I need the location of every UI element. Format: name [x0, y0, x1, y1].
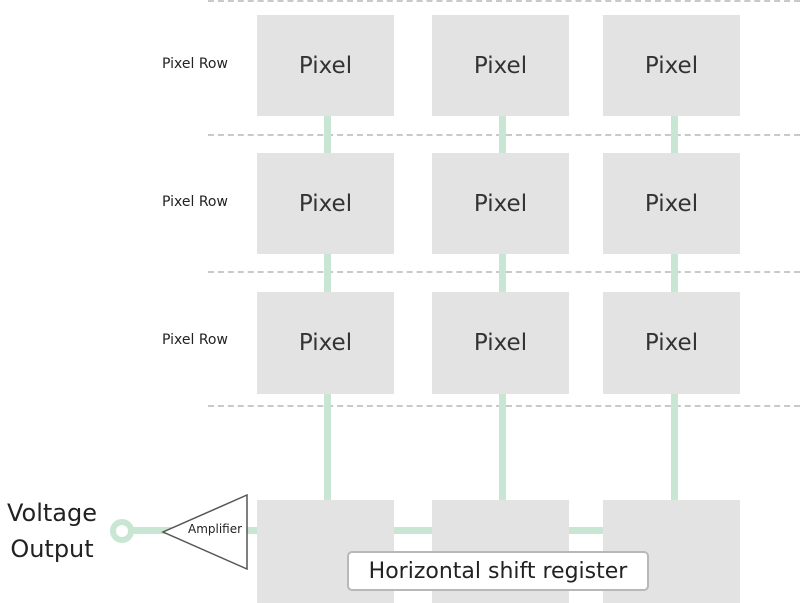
- pixel-cell: Pixel: [257, 15, 394, 116]
- register-link-wire: [394, 527, 432, 534]
- pixel-cell: Pixel: [603, 292, 740, 394]
- row-label: Pixel Row: [162, 56, 228, 72]
- row-label: Pixel Row: [162, 194, 228, 210]
- row-label: Pixel Row: [162, 332, 228, 348]
- output-terminal-icon: [110, 519, 134, 543]
- amplifier-label: Amplifier: [188, 522, 243, 536]
- pixel-cell: Pixel: [257, 292, 394, 394]
- row-separator: [208, 0, 800, 2]
- pixel-cell: Pixel: [432, 15, 569, 116]
- pixel-cell: Pixel: [432, 292, 569, 394]
- voltage-output-line2: Output: [10, 535, 94, 563]
- shift-register-label: Horizontal shift register: [347, 551, 649, 591]
- pixel-cell: Pixel: [603, 15, 740, 116]
- pixel-cell: Pixel: [603, 153, 740, 254]
- register-link-wire: [569, 527, 603, 534]
- pixel-cell: Pixel: [432, 153, 569, 254]
- voltage-output-line1: Voltage: [6, 499, 98, 527]
- pixel-cell: Pixel: [257, 153, 394, 254]
- voltage-output-label: Voltage Output: [0, 495, 104, 567]
- amplifier-icon: [161, 493, 248, 571]
